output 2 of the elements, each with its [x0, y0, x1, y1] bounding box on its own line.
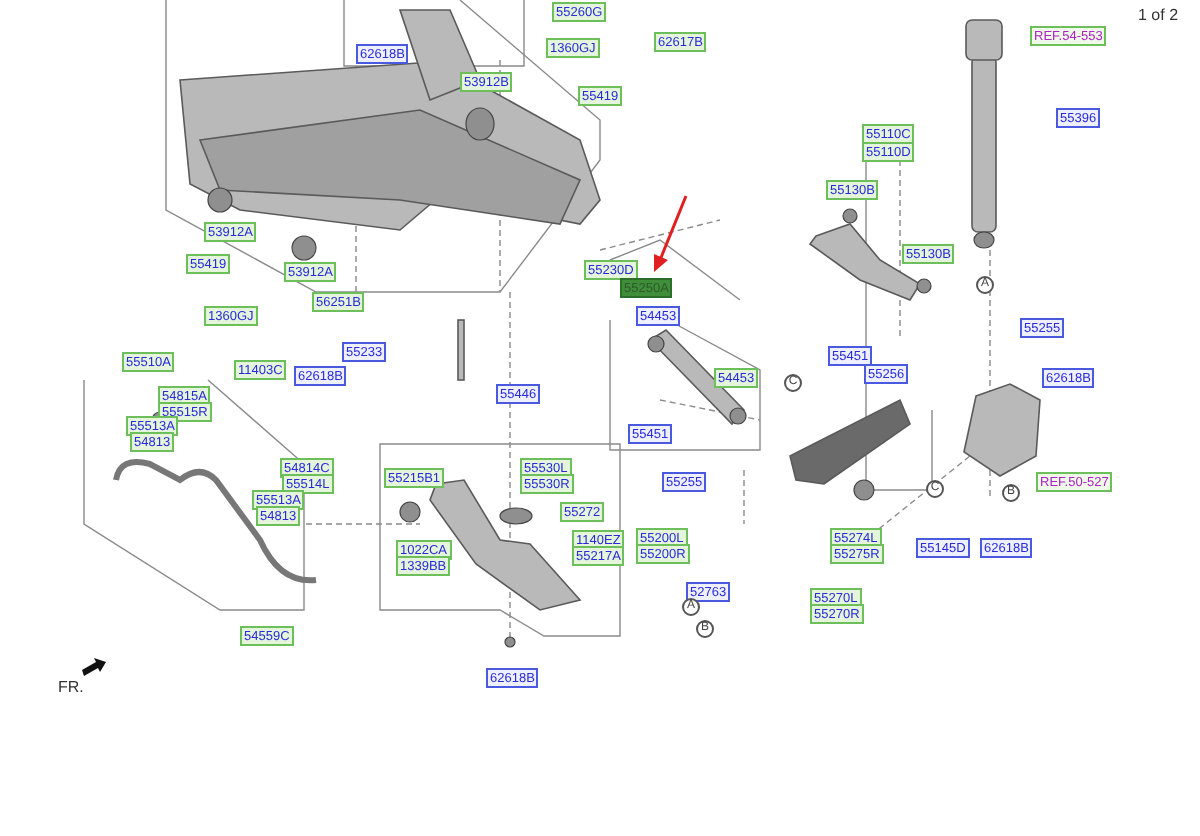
note-text: FR. [56, 675, 86, 698]
note-text: 1 of 2 [1136, 3, 1181, 26]
